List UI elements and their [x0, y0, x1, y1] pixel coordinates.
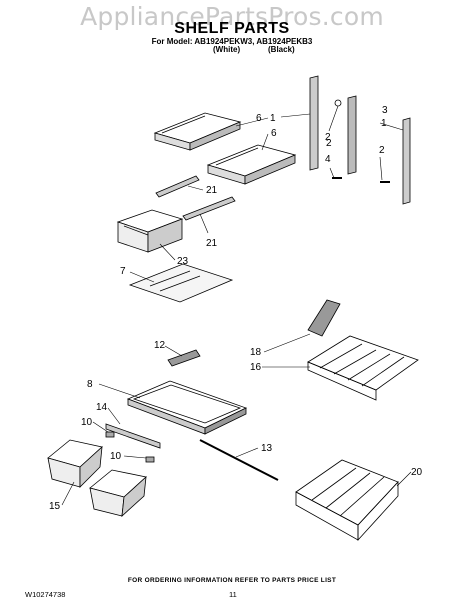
bracket-part-12 — [167, 349, 201, 367]
clip-part-10-b — [145, 456, 155, 463]
callout-14: 14 — [96, 402, 108, 413]
upright-part-1-left — [309, 75, 319, 171]
rod-part-13 — [199, 439, 279, 481]
callout-13: 13 — [261, 443, 273, 454]
upright-part-1-right — [402, 117, 411, 205]
wire-basket-part-16 — [307, 335, 419, 401]
page-number: 11 — [229, 590, 237, 599]
rail-part-14 — [105, 423, 161, 449]
callout-6-lower: 6 — [271, 128, 277, 139]
callouts: 1 2 3 4 6 6 21 21 23 7 12 8 14 10 10 15 … — [49, 105, 423, 512]
upright-part-3 — [347, 95, 357, 175]
frame-part-8 — [126, 380, 248, 435]
variant-black-label: (Black) — [268, 45, 295, 54]
callout-2-middle: 2 — [326, 138, 332, 149]
callout-12: 12 — [154, 340, 166, 351]
callout-10-lower: 10 — [110, 451, 122, 462]
wire-basket-part-20 — [295, 459, 399, 542]
callout-18: 18 — [250, 347, 262, 358]
rail-part-21-upper — [155, 175, 200, 198]
bin-part-15-right — [89, 469, 147, 518]
rail-part-21-lower — [182, 196, 236, 221]
callout-4: 4 — [325, 154, 331, 165]
ordering-info-text: FOR ORDERING INFORMATION REFER TO PARTS … — [127, 577, 337, 584]
callout-23: 23 — [177, 256, 189, 267]
drawer-part-23 — [116, 209, 184, 253]
callout-8: 8 — [87, 379, 93, 390]
screw-part-2-left — [334, 99, 342, 107]
callout-21-upper: 21 — [206, 185, 218, 196]
clip-part-10-a — [105, 431, 115, 438]
callout-10-upper: 10 — [81, 417, 93, 428]
bracket-part-18 — [307, 299, 341, 337]
document-number: W10274738 — [25, 590, 66, 599]
callout-15: 15 — [49, 501, 61, 512]
callout-3: 3 — [382, 105, 388, 116]
variant-white-label: (White) — [213, 45, 241, 54]
page-title: SHELF PARTS — [174, 20, 290, 37]
leader-lines — [61, 105, 412, 506]
shelf-part-6-lower — [206, 144, 297, 185]
watermark: AppliancePartsPros.com — [80, 2, 384, 31]
callout-7: 7 — [120, 266, 126, 277]
callout-6-upper: 6 — [256, 113, 262, 124]
callout-2-left: 2 — [325, 132, 331, 143]
callout-16: 16 — [250, 362, 262, 373]
bin-part-15-left — [47, 439, 103, 488]
callout-2-right: 2 — [379, 145, 385, 156]
callout-1-right: 1 — [381, 118, 387, 129]
callout-1-left: 1 — [270, 113, 276, 124]
callout-20: 20 — [411, 467, 423, 478]
callout-21-lower: 21 — [206, 238, 218, 249]
glass-part-7 — [128, 263, 234, 303]
shelf-part-6-upper — [153, 112, 242, 151]
model-line: For Model: AB1924PEKW3, AB1924PEKB3 — [151, 37, 313, 46]
